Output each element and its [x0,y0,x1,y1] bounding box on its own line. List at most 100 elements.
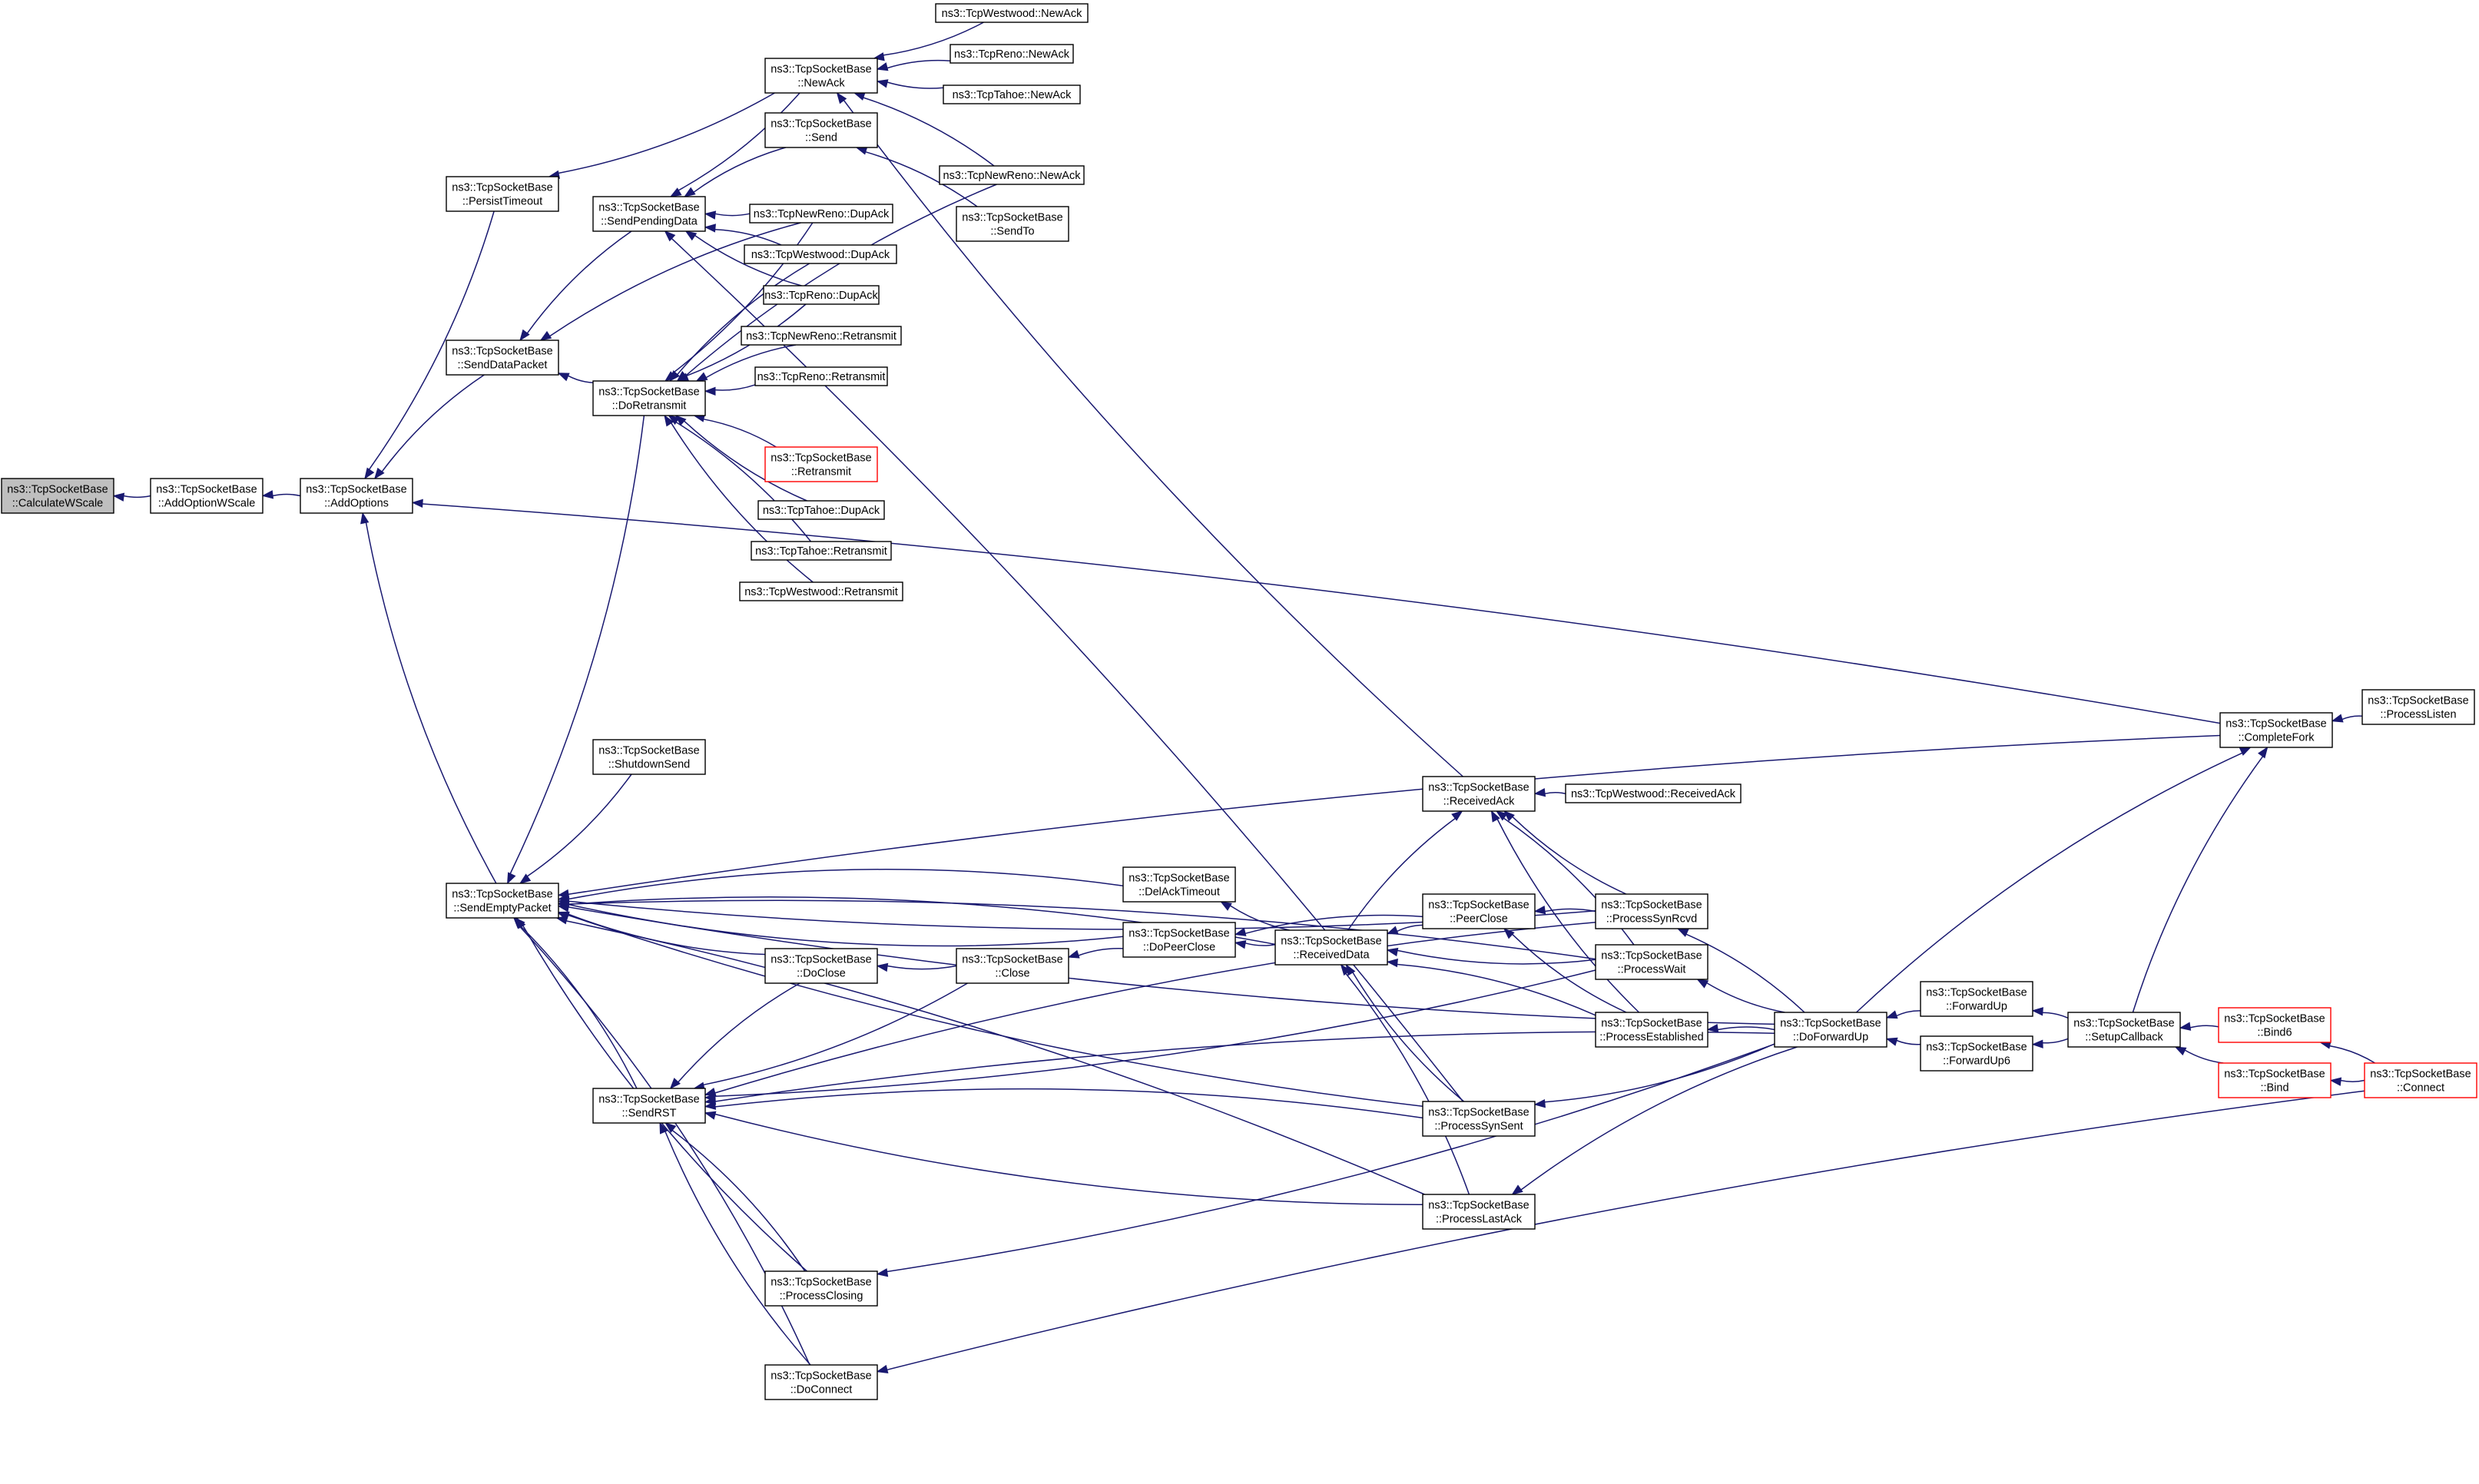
node-box-westwood_retransmit[interactable] [739,581,903,601]
node-box-tahoe_retransmit[interactable] [751,541,892,561]
node-box-persisttimeout[interactable] [446,176,559,212]
node-reno_retransmit[interactable]: ns3::TcpReno::Retransmit [754,366,888,386]
node-box-newreno_newack[interactable] [939,165,1085,185]
node-box-processlisten[interactable] [2361,689,2475,725]
node-box-setupcallback[interactable] [2067,1012,2181,1048]
node-receiveddata[interactable]: ns3::TcpSocketBase::ReceivedData [1274,929,1388,966]
node-box-sendrst[interactable] [592,1088,706,1124]
node-westwood_receivedack[interactable]: ns3::TcpWestwood::ReceivedAck [1565,783,1742,803]
node-box-doretransmit[interactable] [592,380,706,416]
node-box-bind6[interactable] [2218,1007,2332,1043]
node-box-processclosing[interactable] [764,1270,878,1307]
node-processclosing[interactable]: ns3::TcpSocketBase::ProcessClosing [764,1270,878,1307]
node-processestablished[interactable]: ns3::TcpSocketBase::ProcessEstablished [1595,1012,1708,1048]
node-box-newreno_dupack[interactable] [749,204,893,224]
node-forwardup[interactable]: ns3::TcpSocketBase::ForwardUp [1920,981,2033,1017]
node-processwait[interactable]: ns3::TcpSocketBase::ProcessWait [1595,944,1708,980]
node-newreno_retransmit[interactable]: ns3::TcpNewReno::Retransmit [741,326,902,346]
node-box-processsynrcvd[interactable] [1595,893,1708,929]
node-box-tahoe_newack[interactable] [943,84,1081,104]
node-delacktimeout[interactable]: ns3::TcpSocketBase::DelAckTimeout [1122,866,1236,903]
node-processsynrcvd[interactable]: ns3::TcpSocketBase::ProcessSynRcvd [1595,893,1708,929]
node-connect[interactable]: ns3::TcpSocketBase::Connect [2364,1062,2477,1098]
node-box-newack[interactable] [764,58,878,94]
node-sendrst[interactable]: ns3::TcpSocketBase::SendRST [592,1088,706,1124]
node-calculatewscale[interactable]: ns3::TcpSocketBase::CalculateWScale [1,478,114,514]
node-box-reno_retransmit[interactable] [754,366,888,386]
node-bind[interactable]: ns3::TcpSocketBase::Bind [2218,1062,2332,1098]
node-forwardup6[interactable]: ns3::TcpSocketBase::ForwardUp6 [1920,1035,2033,1072]
node-box-tahoe_dupack[interactable] [757,500,885,520]
node-sendemptypacket[interactable]: ns3::TcpSocketBase::SendEmptyPacket [446,883,559,919]
node-processsynsent[interactable]: ns3::TcpSocketBase::ProcessSynSent [1422,1101,1536,1137]
node-westwood_newack[interactable]: ns3::TcpWestwood::NewAck [935,3,1089,23]
node-addoptions[interactable]: ns3::TcpSocketBase::AddOptions [300,478,413,514]
node-box-dopeerclose[interactable] [1122,922,1236,958]
node-box-completefork[interactable] [2219,712,2333,748]
node-setupcallback[interactable]: ns3::TcpSocketBase::SetupCallback [2067,1012,2181,1048]
node-box-processlastack[interactable] [1422,1194,1536,1230]
node-box-processsynsent[interactable] [1422,1101,1536,1137]
node-box-peerclose[interactable] [1422,893,1536,929]
node-box-receiveddata[interactable] [1274,929,1388,966]
node-reno_newack[interactable]: ns3::TcpReno::NewAck [950,44,1074,64]
node-box-doforwardup[interactable] [1774,1012,1887,1048]
node-box-connect[interactable] [2364,1062,2477,1098]
node-westwood_dupack[interactable]: ns3::TcpWestwood::DupAck [744,244,897,264]
node-box-senddatapacket[interactable] [446,340,559,376]
node-box-send[interactable] [764,112,878,148]
node-addoptionwscale[interactable]: ns3::TcpSocketBase::AddOptionWScale [150,478,263,514]
node-receivedack[interactable]: ns3::TcpSocketBase::ReceivedAck [1422,776,1536,812]
node-box-reno_newack[interactable] [950,44,1074,64]
node-box-processestablished[interactable] [1595,1012,1708,1048]
node-box-addoptions[interactable] [300,478,413,514]
node-box-doclose[interactable] [764,948,878,984]
node-tahoe_dupack[interactable]: ns3::TcpTahoe::DupAck [757,500,885,520]
node-newack[interactable]: ns3::TcpSocketBase::NewAck [764,58,878,94]
node-tahoe_newack[interactable]: ns3::TcpTahoe::NewAck [943,84,1081,104]
node-doconnect[interactable]: ns3::TcpSocketBase::DoConnect [764,1364,878,1400]
node-box-bind[interactable] [2218,1062,2332,1098]
node-box-shutdownsend[interactable] [592,739,706,775]
node-box-westwood_newack[interactable] [935,3,1089,23]
node-reno_dupack[interactable]: ns3::TcpReno::DupAck [763,285,880,305]
node-doclose[interactable]: ns3::TcpSocketBase::DoClose [764,948,878,984]
node-newreno_newack[interactable]: ns3::TcpNewReno::NewAck [939,165,1085,185]
node-box-newreno_retransmit[interactable] [741,326,902,346]
node-processlisten[interactable]: ns3::TcpSocketBase::ProcessListen [2361,689,2475,725]
node-box-sendpendingdata[interactable] [592,196,706,232]
node-close[interactable]: ns3::TcpSocketBase::Close [956,948,1069,984]
node-senddatapacket[interactable]: ns3::TcpSocketBase::SendDataPacket [446,340,559,376]
node-box-receivedack[interactable] [1422,776,1536,812]
node-dopeerclose[interactable]: ns3::TcpSocketBase::DoPeerClose [1122,922,1236,958]
node-box-sendemptypacket[interactable] [446,883,559,919]
node-box-delacktimeout[interactable] [1122,866,1236,903]
node-box-calculatewscale[interactable] [1,478,114,514]
node-box-westwood_receivedack[interactable] [1565,783,1742,803]
node-sendto[interactable]: ns3::TcpSocketBase::SendTo [956,206,1069,242]
node-box-base_retransmit[interactable] [764,446,878,482]
node-peerclose[interactable]: ns3::TcpSocketBase::PeerClose [1422,893,1536,929]
node-sendpendingdata[interactable]: ns3::TcpSocketBase::SendPendingData [592,196,706,232]
node-westwood_retransmit[interactable]: ns3::TcpWestwood::Retransmit [739,581,903,601]
node-box-reno_dupack[interactable] [763,285,880,305]
node-box-westwood_dupack[interactable] [744,244,897,264]
node-box-forwardup6[interactable] [1920,1035,2033,1072]
node-send[interactable]: ns3::TcpSocketBase::Send [764,112,878,148]
node-shutdownsend[interactable]: ns3::TcpSocketBase::ShutdownSend [592,739,706,775]
node-persisttimeout[interactable]: ns3::TcpSocketBase::PersistTimeout [446,176,559,212]
node-box-forwardup[interactable] [1920,981,2033,1017]
node-bind6[interactable]: ns3::TcpSocketBase::Bind6 [2218,1007,2332,1043]
node-tahoe_retransmit[interactable]: ns3::TcpTahoe::Retransmit [751,541,892,561]
node-box-doconnect[interactable] [764,1364,878,1400]
node-completefork[interactable]: ns3::TcpSocketBase::CompleteFork [2219,712,2333,748]
node-box-sendto[interactable] [956,206,1069,242]
node-newreno_dupack[interactable]: ns3::TcpNewReno::DupAck [749,204,893,224]
node-doforwardup[interactable]: ns3::TcpSocketBase::DoForwardUp [1774,1012,1887,1048]
node-box-processwait[interactable] [1595,944,1708,980]
node-box-close[interactable] [956,948,1069,984]
node-base_retransmit[interactable]: ns3::TcpSocketBase::Retransmit [764,446,878,482]
node-box-addoptionwscale[interactable] [150,478,263,514]
node-processlastack[interactable]: ns3::TcpSocketBase::ProcessLastAck [1422,1194,1536,1230]
node-doretransmit[interactable]: ns3::TcpSocketBase::DoRetransmit [592,380,706,416]
